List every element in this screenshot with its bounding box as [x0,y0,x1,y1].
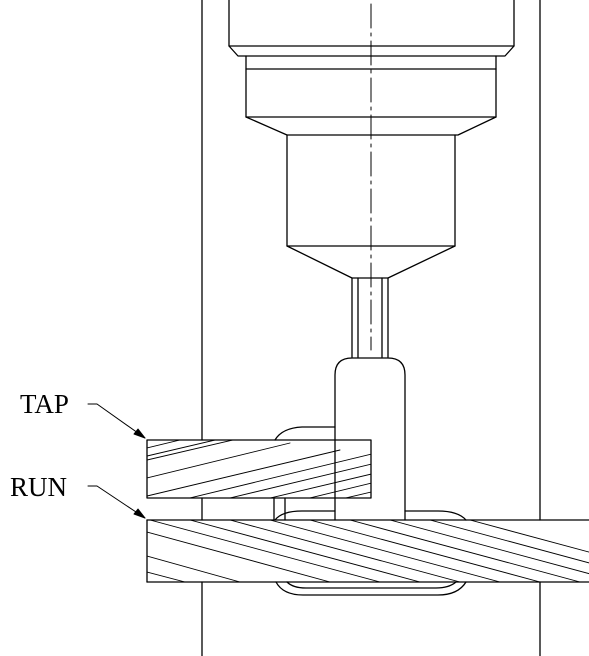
run-leader [87,485,146,519]
tap-leader [87,403,146,439]
c-connector [273,357,467,596]
run-label: RUN [10,472,67,502]
tap-conductor [146,439,372,499]
tap-label: TAP [20,389,69,419]
press-frame [201,0,541,656]
run-conductor [146,519,589,583]
